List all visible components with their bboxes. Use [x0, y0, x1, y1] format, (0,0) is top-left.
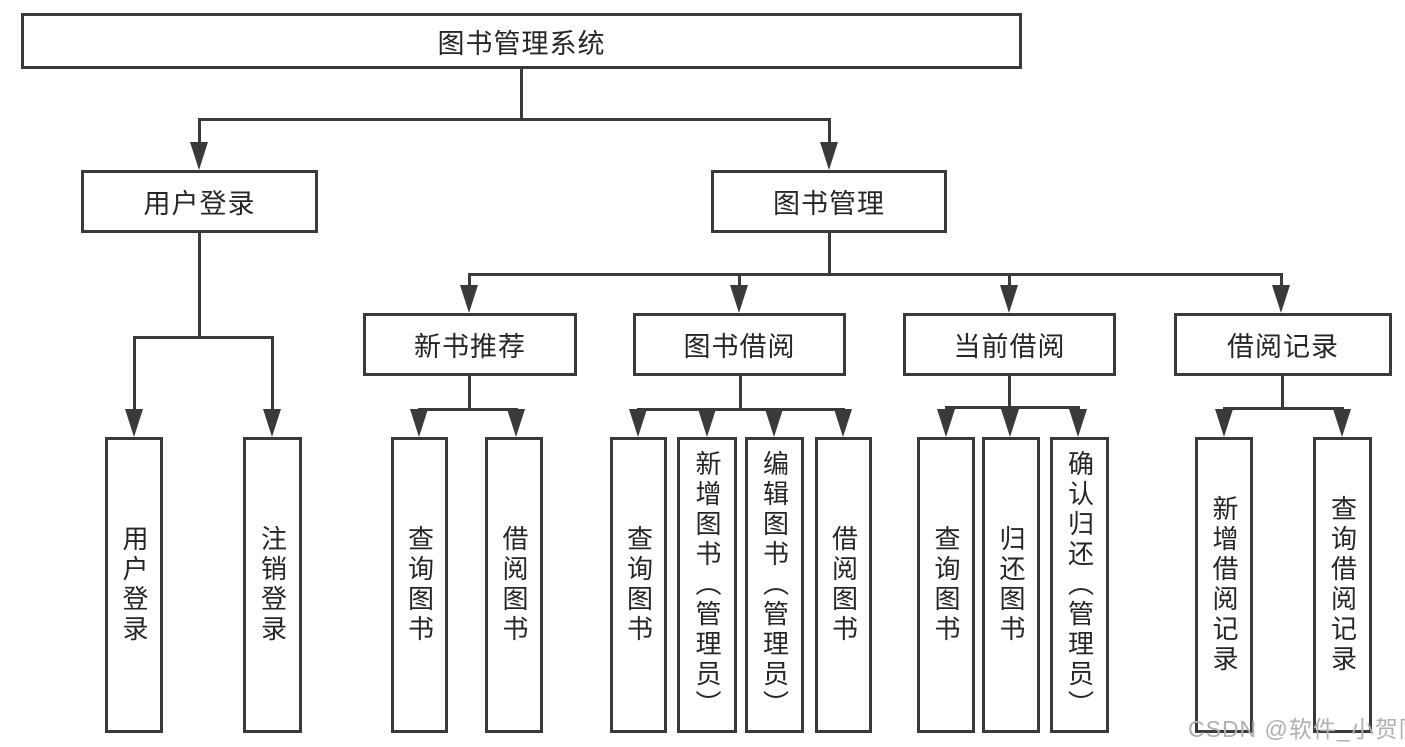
connector-line: [1281, 376, 1284, 409]
connector-line: [945, 406, 1080, 409]
arrowhead-down-icon: [1001, 409, 1019, 437]
leaf-query-book-recommend-label: 查询图书: [404, 525, 435, 645]
leaf-query-book-recommend: 查询图书: [391, 437, 448, 733]
connector-line: [1280, 273, 1283, 289]
node-current-borrow: 当前借阅: [903, 313, 1116, 376]
connector-line: [1008, 273, 1011, 289]
leaf-borrow-book-recommend: 借阅图书: [485, 437, 543, 733]
leaf-query-book-borrow: 查询图书: [610, 437, 667, 733]
leaf-query-borrow-record: 查询借阅记录: [1313, 437, 1372, 733]
arrowhead-down-icon: [1000, 285, 1018, 313]
arrowhead-down-icon: [410, 409, 428, 437]
connector-line: [738, 273, 741, 289]
leaf-return-book: 归还图书: [982, 437, 1040, 733]
connector-line: [198, 118, 201, 150]
connector-line: [271, 336, 274, 414]
leaf-borrow-book-recommend-label: 借阅图书: [499, 525, 529, 645]
arrowhead-down-icon: [507, 409, 525, 437]
connector-line: [198, 118, 831, 121]
leaf-user-login-label: 用户登录: [119, 525, 149, 645]
leaf-add-book-admin: 新增图书（管理员）: [677, 437, 737, 733]
leaf-logout-label: 注销登录: [257, 525, 288, 645]
leaf-borrow-book: 借阅图书: [815, 437, 872, 733]
arrowhead-down-icon: [1272, 285, 1290, 313]
arrowhead-down-icon: [1215, 409, 1233, 437]
connector-line: [1008, 376, 1011, 408]
arrowhead-down-icon: [125, 409, 143, 437]
arrowhead-down-icon: [1333, 409, 1351, 437]
connector-line: [468, 273, 1283, 276]
connector-line: [739, 376, 742, 410]
arrowhead-down-icon: [460, 285, 478, 313]
arrowhead-down-icon: [730, 285, 748, 313]
leaf-add-book-admin-label: 新增图书（管理员）: [692, 450, 722, 720]
leaf-edit-book-admin-label: 编辑图书（管理员）: [759, 450, 790, 720]
node-book-management-label: 图书管理: [773, 189, 885, 219]
connector-line: [1223, 407, 1344, 410]
leaf-query-book-current: 查询图书: [917, 437, 975, 733]
leaf-edit-book-admin: 编辑图书（管理员）: [745, 437, 804, 733]
connector-line: [133, 336, 136, 414]
leaf-confirm-return-admin: 确认归还（管理员）: [1050, 437, 1109, 733]
node-borrow-record: 借阅记录: [1174, 313, 1392, 376]
connector-line: [520, 68, 523, 121]
arrowhead-down-icon: [263, 409, 281, 437]
node-book-borrow: 图书借阅: [633, 313, 846, 376]
arrowhead-down-icon: [820, 142, 838, 170]
leaf-confirm-return-admin-label: 确认归还（管理员）: [1064, 450, 1095, 720]
connector-line: [418, 408, 518, 411]
leaf-logout: 注销登录: [243, 437, 302, 733]
leaf-query-book-current-label: 查询图书: [931, 525, 961, 645]
node-book-borrow-label: 图书借阅: [683, 332, 796, 362]
connector-line: [828, 118, 831, 150]
node-borrow-record-label: 借阅记录: [1227, 332, 1339, 362]
arrowhead-down-icon: [937, 409, 955, 437]
connector-line: [198, 233, 201, 339]
node-book-management: 图书管理: [711, 170, 947, 233]
node-new-book-recommend-label: 新书推荐: [414, 332, 526, 362]
leaf-add-borrow-record: 新增借阅记录: [1195, 437, 1253, 733]
node-current-borrow-label: 当前借阅: [953, 332, 1066, 362]
arrowhead-down-icon: [629, 409, 647, 437]
node-root: 图书管理系统: [21, 13, 1022, 69]
leaf-return-book-label: 归还图书: [996, 525, 1026, 645]
leaf-add-borrow-record-label: 新增借阅记录: [1209, 495, 1239, 675]
leaf-query-book-borrow-label: 查询图书: [623, 525, 654, 645]
leaf-borrow-book-label: 借阅图书: [828, 525, 859, 645]
node-user-login: 用户登录: [81, 170, 318, 233]
leaf-query-borrow-record-label: 查询借阅记录: [1327, 495, 1358, 675]
node-new-book-recommend: 新书推荐: [363, 313, 577, 376]
connector-line: [468, 376, 471, 410]
connector-line: [637, 408, 845, 411]
node-root-label: 图书管理系统: [437, 28, 606, 59]
arrowhead-down-icon: [698, 409, 716, 437]
connector-line: [468, 273, 471, 289]
leaf-user-login: 用户登录: [105, 437, 163, 733]
connector-line: [828, 233, 831, 275]
arrowhead-down-icon: [834, 409, 852, 437]
watermark: CSDN @软件_小贺同学: [1188, 716, 1405, 742]
arrowhead-down-icon: [190, 142, 208, 170]
arrowhead-down-icon: [765, 409, 783, 437]
connector-line: [133, 336, 274, 339]
arrowhead-down-icon: [1069, 409, 1087, 437]
node-user-login-label: 用户登录: [143, 189, 256, 219]
